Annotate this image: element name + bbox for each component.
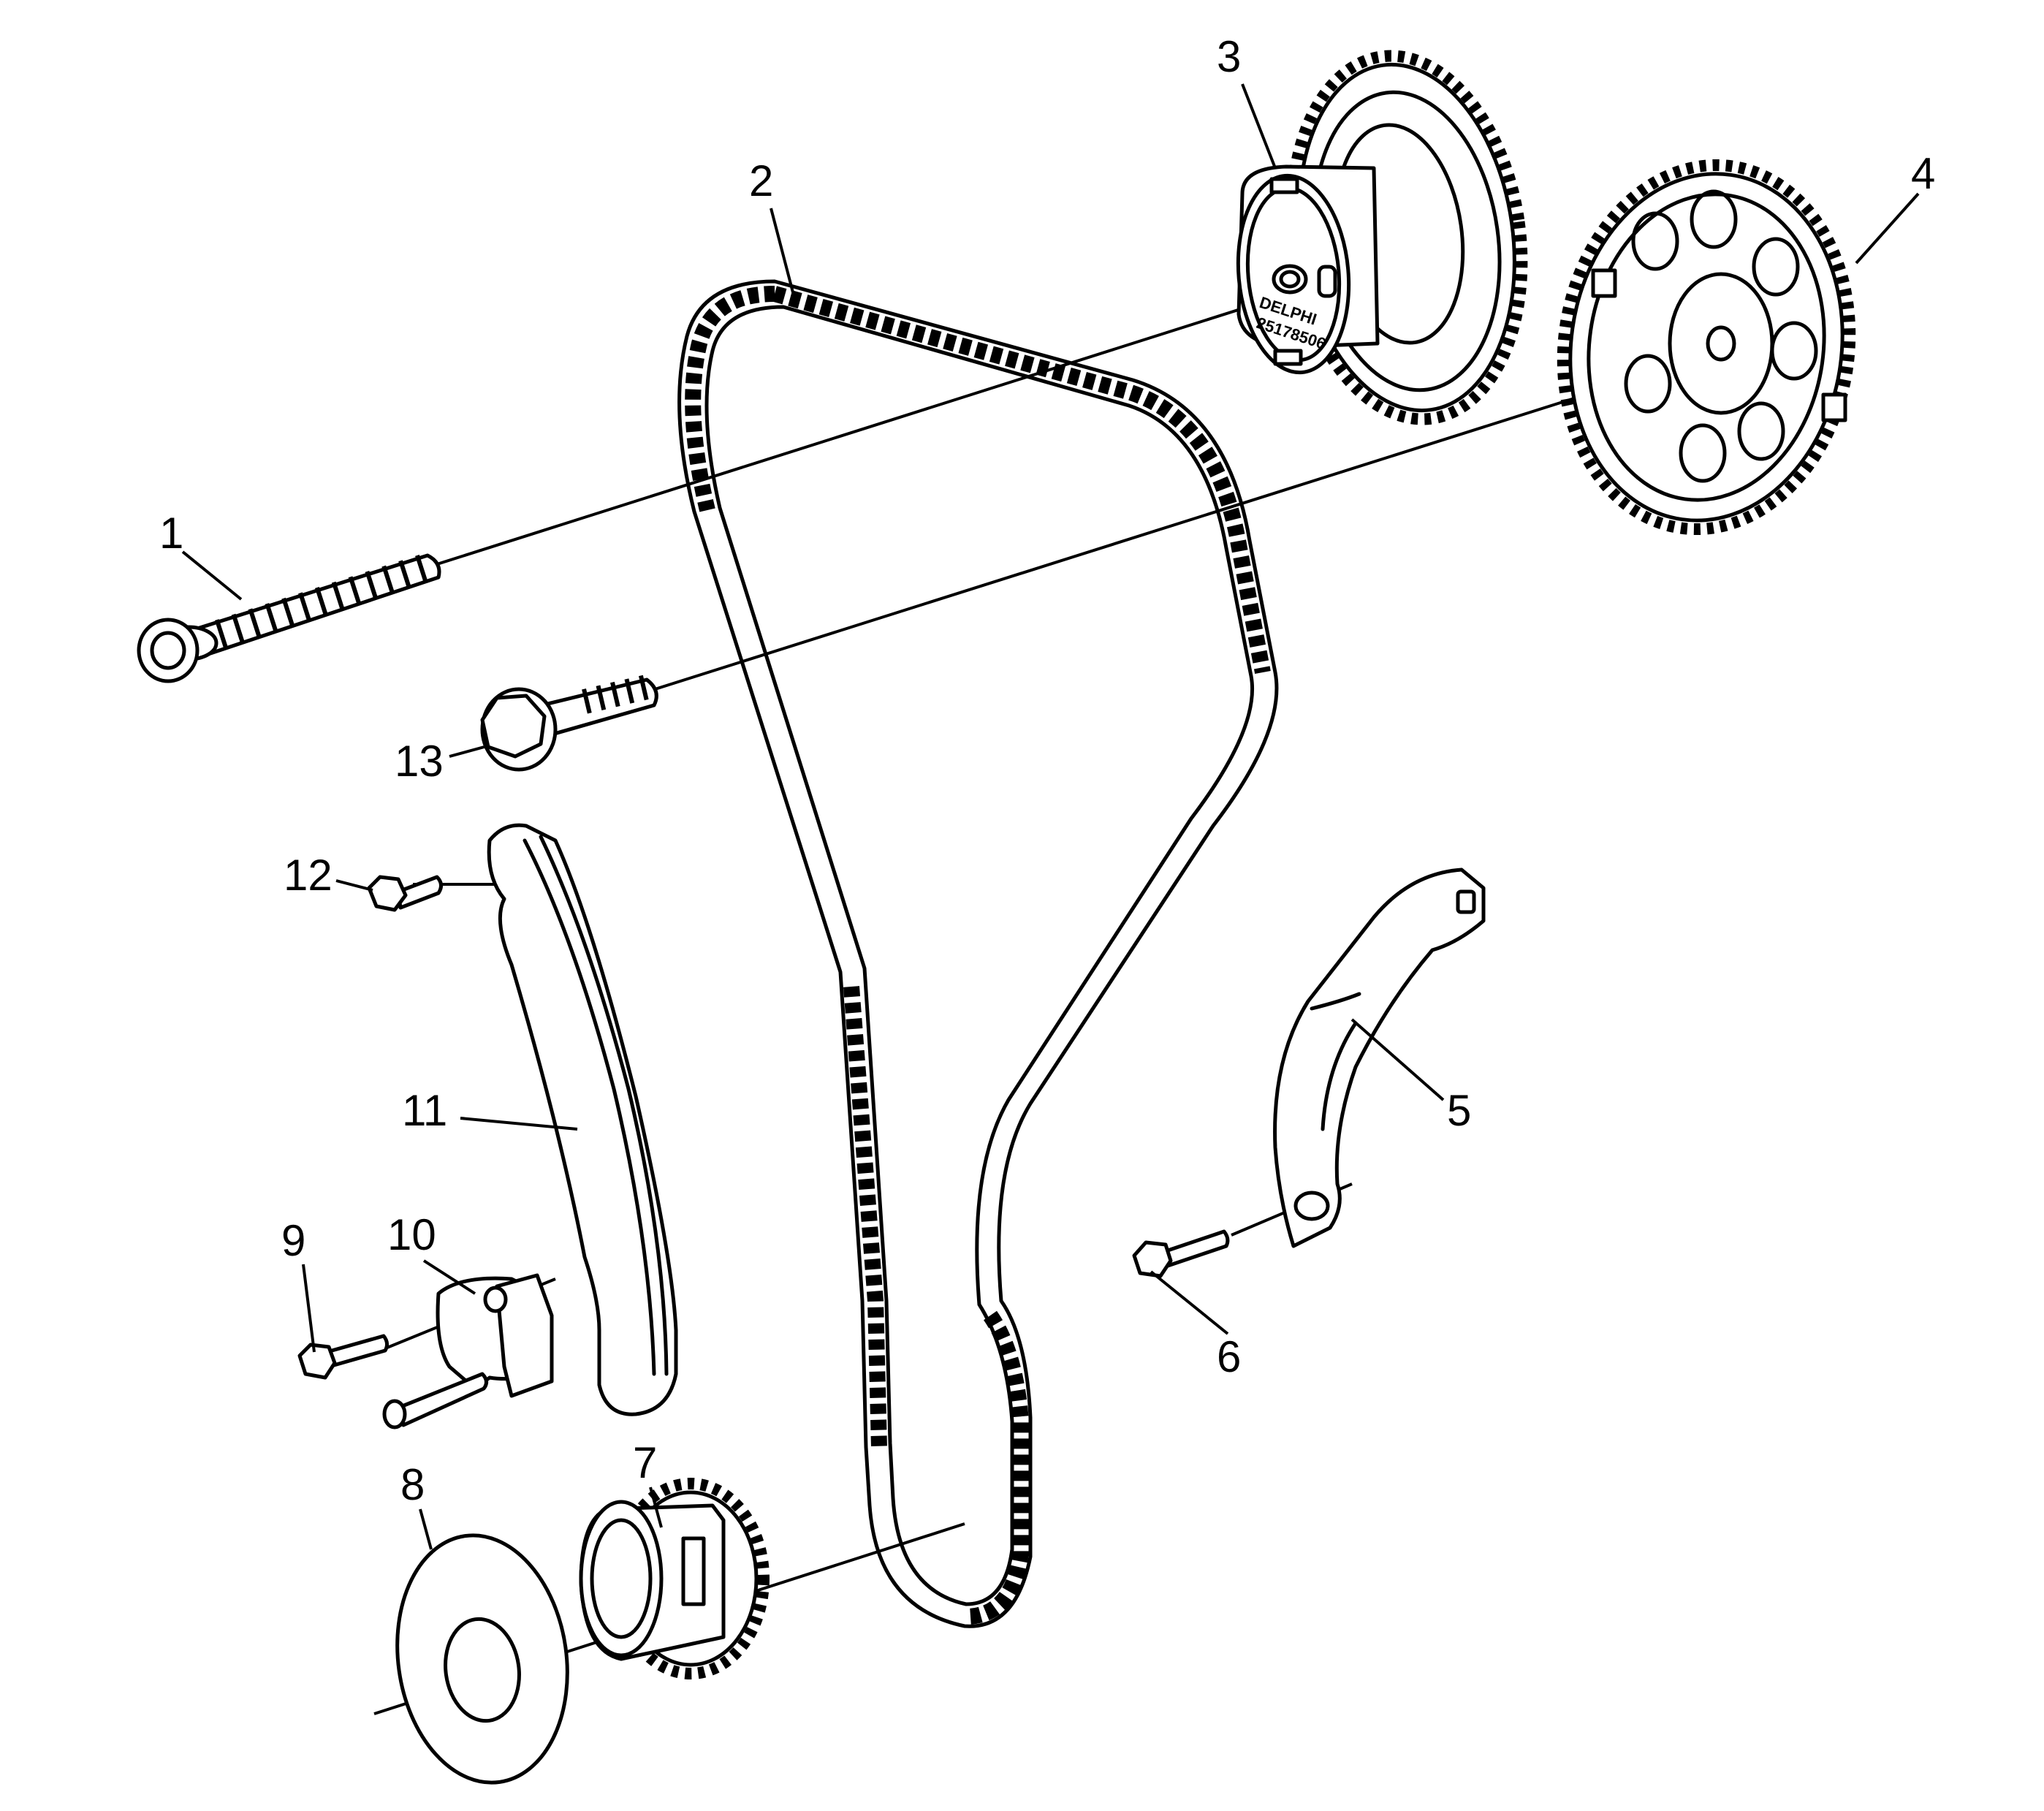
timing-chain-guide (1273, 867, 1486, 1248)
callout-1: 1 (159, 509, 183, 558)
timing-chain-tensioner (382, 1273, 554, 1430)
callout-2: 2 (749, 156, 773, 205)
callout-leader-lines (181, 83, 1920, 1550)
timing-chain (677, 279, 1279, 1628)
callout-6: 6 (1217, 1332, 1241, 1381)
timing-chain-tensioner-shoe (487, 823, 678, 1416)
callout-11: 11 (402, 1086, 447, 1135)
callout-7: 7 (633, 1438, 657, 1487)
callout-5: 5 (1447, 1086, 1471, 1135)
callout-9: 9 (281, 1216, 305, 1265)
crankshaft-sprocket (579, 1478, 770, 1679)
chain-links-upper (685, 286, 1271, 675)
callout-4: 4 (1911, 149, 1935, 198)
crankshaft-washer (395, 1533, 569, 1785)
camshaft-actuator: DELPHI 25178506 (1236, 50, 1528, 425)
camshaft-sprocket-bolt (480, 675, 658, 772)
timing-chain-guide-bolt-right (1132, 1229, 1230, 1278)
callout-10: 10 (387, 1210, 436, 1259)
chain-links-lower (843, 986, 1029, 1625)
camshaft-sprocket (1557, 159, 1856, 536)
callout-12: 12 (284, 851, 333, 900)
callout-3: 3 (1217, 32, 1241, 81)
timing-chain-guide-bolt (367, 875, 443, 912)
camshaft-actuator-bolt (137, 553, 441, 683)
callout-13: 13 (395, 737, 444, 786)
tensioner-bolt (297, 1334, 390, 1380)
callout-8: 8 (400, 1460, 425, 1509)
callout-labels: 1 2 3 4 5 6 7 8 9 10 11 12 13 (159, 32, 1935, 1509)
